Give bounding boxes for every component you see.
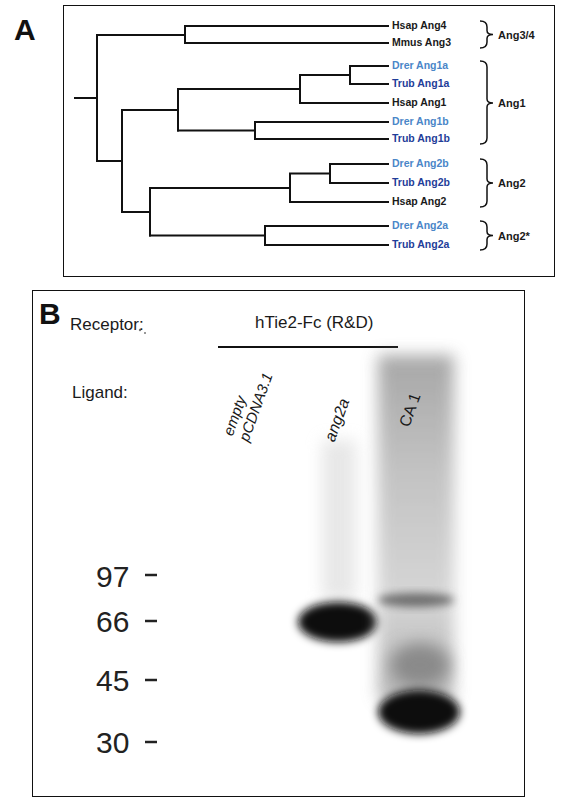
receptor-name: hTie2-Fc (R&D) — [255, 314, 373, 333]
taxon-label: Drer Ang2b — [392, 158, 449, 170]
taxon-label: Trub Ang2b — [392, 177, 450, 189]
lane-label: empty pCDNA3.1 — [220, 365, 276, 444]
taxon-label: Mmus Ang3 — [392, 37, 451, 49]
taxon-label: Drer Ang1b — [392, 116, 449, 128]
panel-letter: B — [39, 299, 61, 329]
clade-label: Ang1 — [498, 97, 526, 109]
panel-frame: A — [63, 5, 555, 277]
taxon-label: Hsap Ang4 — [392, 20, 446, 32]
row-heading: Receptor: — [70, 316, 144, 335]
taxon-label: Hsap Ang2 — [392, 196, 446, 208]
western-blot — [139, 329, 460, 734]
size-marker: 45 — [96, 664, 129, 697]
header-rule — [218, 346, 398, 348]
marker-ticks — [145, 575, 157, 742]
taxon-label: Hsap Ang1 — [392, 97, 446, 109]
panel-frame: B — [32, 290, 525, 797]
panel-letter: A — [14, 15, 36, 45]
tree-branches — [75, 26, 388, 245]
clade-label: Ang2* — [498, 229, 530, 241]
taxon-label: Trub Ang1b — [392, 133, 450, 145]
size-marker: 66 — [96, 605, 129, 638]
clade-label: Ang2 — [498, 177, 526, 189]
size-marker: 97 — [96, 560, 129, 593]
taxon-label: Trub Ang1a — [392, 78, 449, 90]
taxon-label: Drer Ang1a — [392, 60, 448, 72]
lane-label: CA 1 — [396, 391, 424, 430]
taxon-label: Drer Ang2a — [392, 220, 448, 232]
size-marker: 30 — [96, 726, 129, 759]
clade-brackets — [480, 21, 493, 250]
row-heading: Ligand: — [72, 384, 128, 403]
lane-label: ang2a — [321, 396, 353, 444]
clade-label: Ang3/4 — [498, 28, 535, 40]
taxon-label: Trub Ang2a — [392, 239, 449, 251]
